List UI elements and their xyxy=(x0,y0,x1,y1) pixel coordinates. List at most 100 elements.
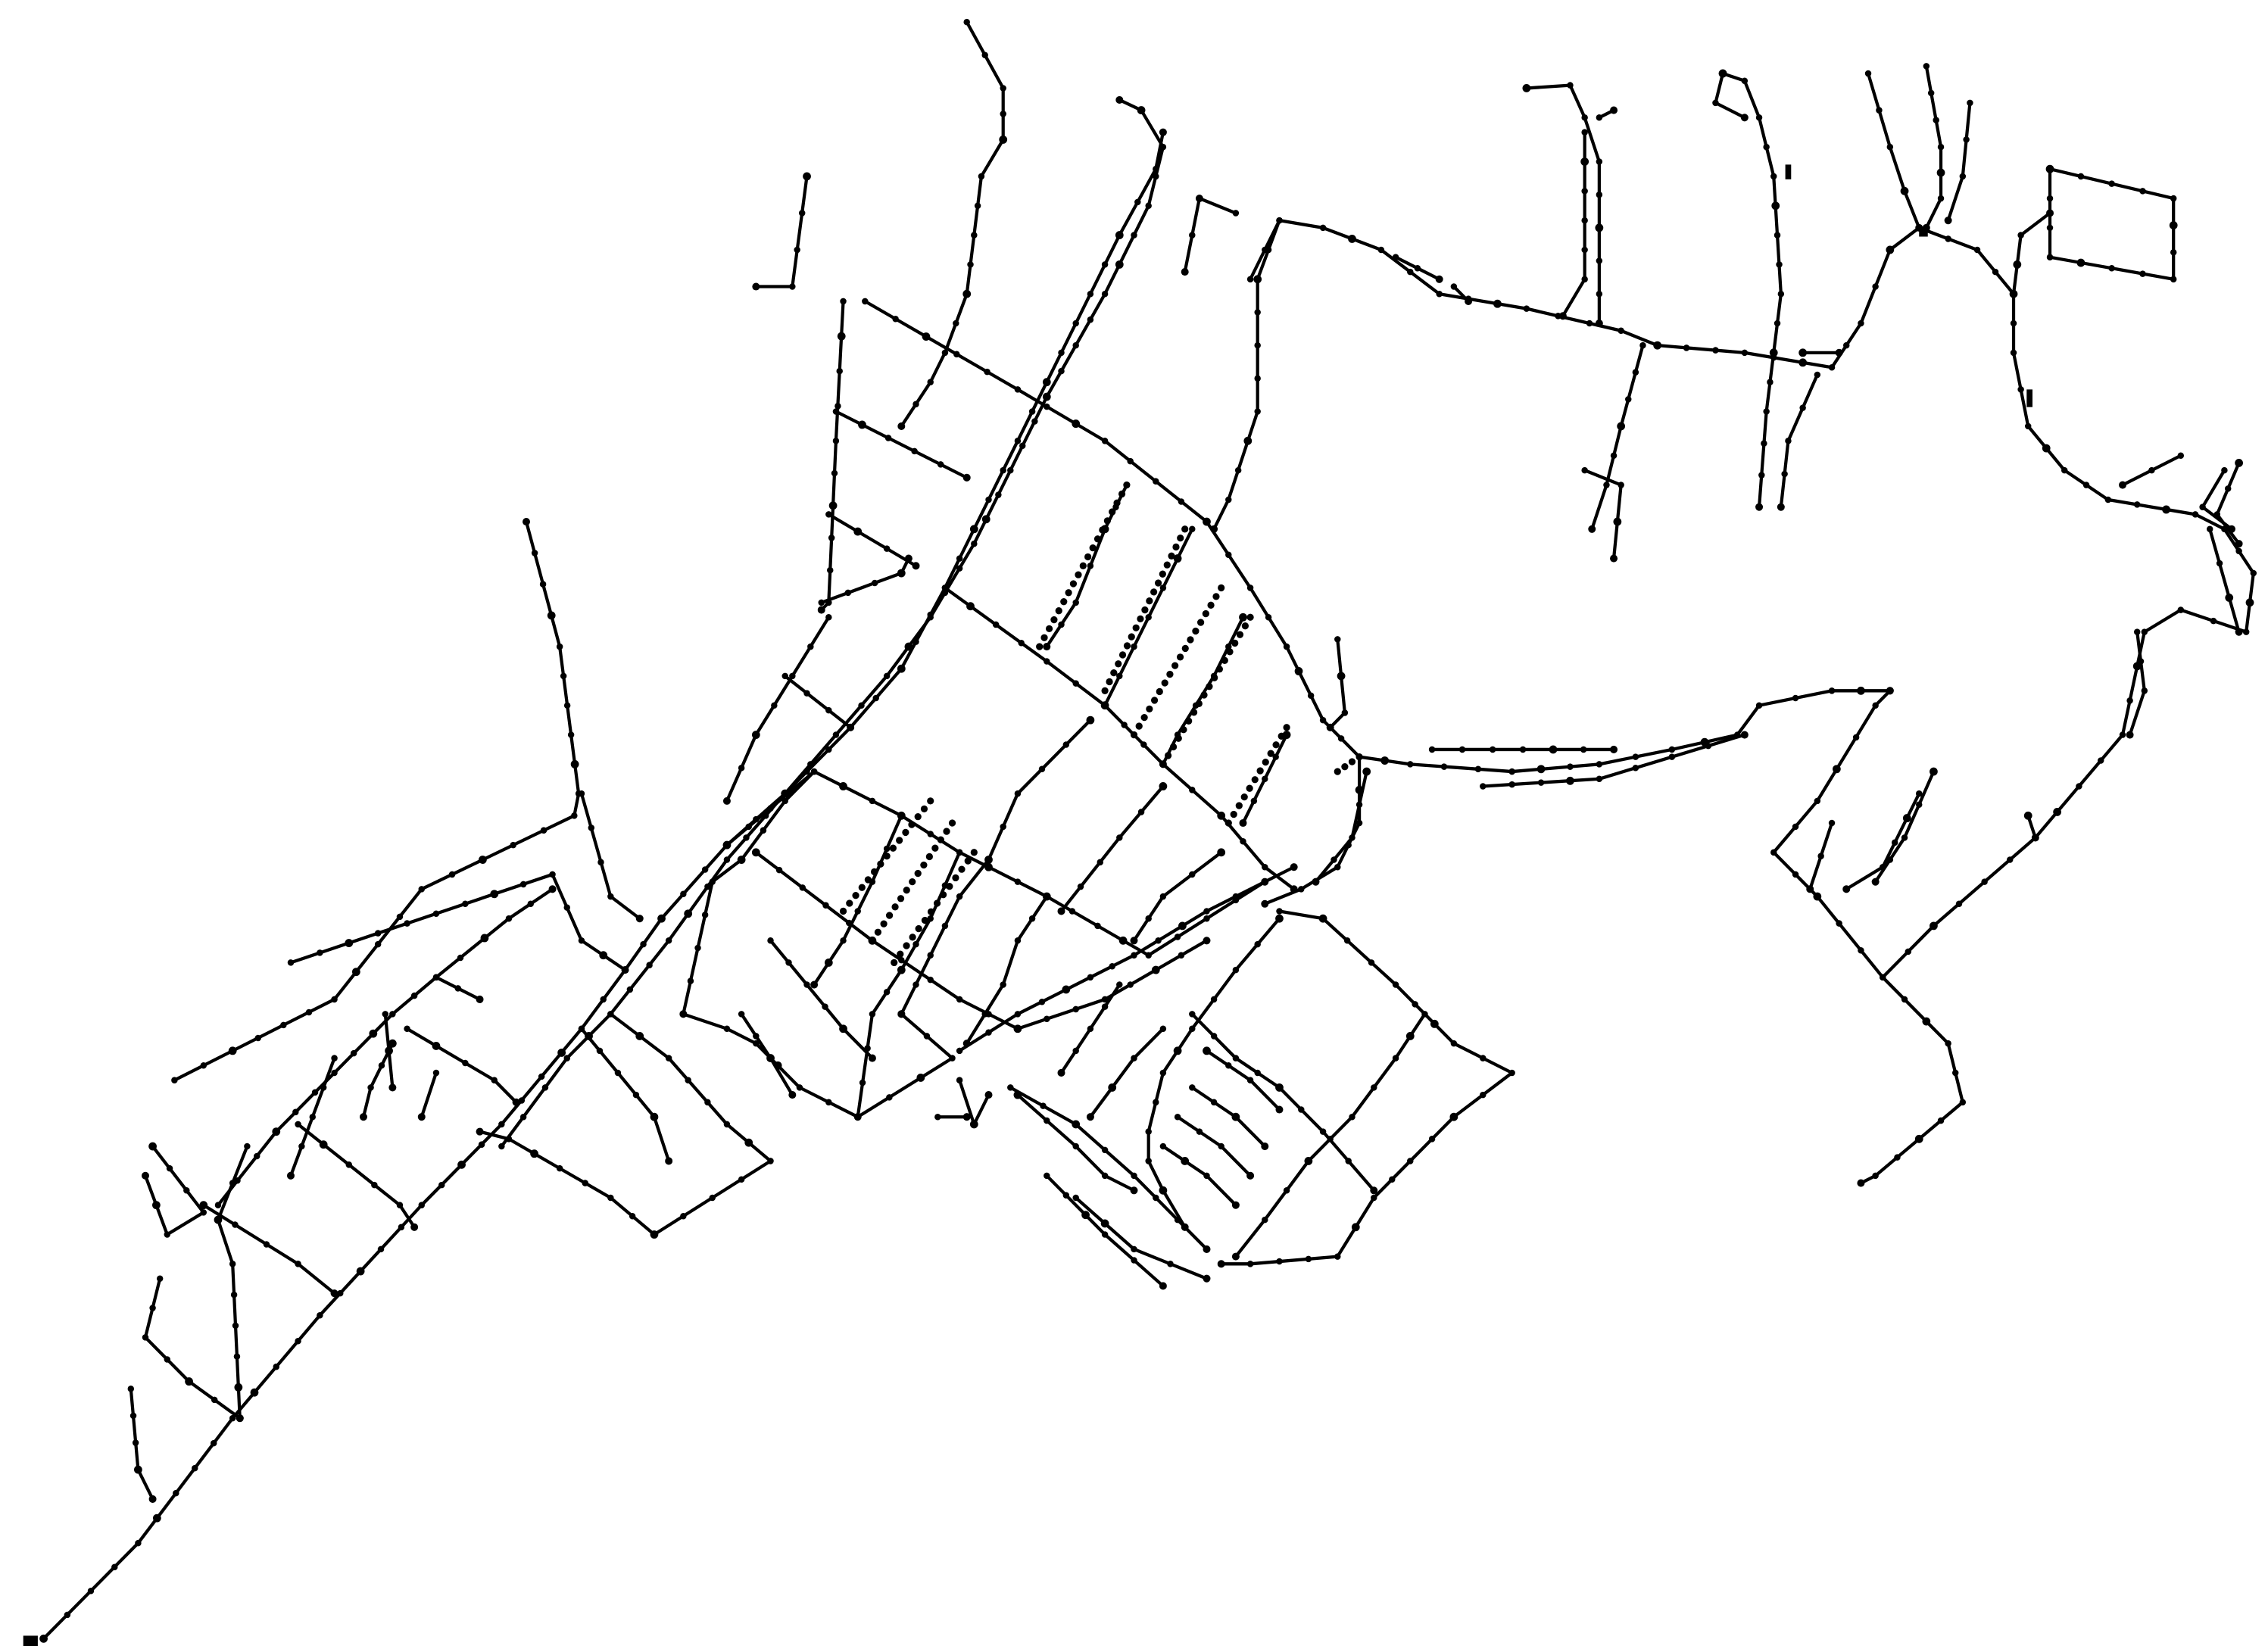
junction-dot-icon xyxy=(1159,128,1167,136)
junction-dot-icon xyxy=(132,1439,139,1446)
junction-dot-icon xyxy=(871,579,878,587)
junction-dot-icon xyxy=(286,1171,295,1180)
junction-dot-icon xyxy=(1131,1172,1137,1180)
junction-dot-icon xyxy=(1914,1134,1923,1143)
junction-dot-icon xyxy=(1072,341,1079,349)
junction-dot-icon xyxy=(1108,1083,1117,1092)
junction-dot-icon xyxy=(1522,84,1531,92)
junction-dot-icon xyxy=(635,915,644,923)
junction-dot-icon xyxy=(1189,1025,1196,1033)
junction-dot-icon xyxy=(1304,1157,1313,1165)
junction-dot-icon xyxy=(1480,1091,1487,1099)
junction-dot-icon xyxy=(1305,1255,1312,1263)
junction-dot-icon xyxy=(1086,715,1095,725)
junction-dot-icon xyxy=(1959,173,1967,180)
junction-dot-icon xyxy=(1166,670,1174,678)
junction-dot-icon xyxy=(2046,254,2054,260)
junction-dot-icon xyxy=(871,868,878,876)
junction-dot-icon xyxy=(1610,745,1618,753)
junction-dot-icon xyxy=(883,845,891,853)
junction-dot-icon xyxy=(1153,1194,1159,1202)
pipe-segment xyxy=(1946,101,1972,223)
junction-dot-icon xyxy=(1200,691,1208,699)
junction-dot-icon xyxy=(396,1202,404,1208)
junction-dot-icon xyxy=(2010,320,2017,327)
junction-dot-icon xyxy=(1055,607,1062,615)
junction-dot-icon xyxy=(1036,643,1044,650)
junction-dot-icon xyxy=(149,1305,156,1311)
pipe-segment xyxy=(1845,792,1921,891)
junction-dot-icon xyxy=(1140,713,1148,722)
junction-dot-icon xyxy=(984,856,993,864)
junction-dot-icon xyxy=(1185,717,1193,725)
junction-dot-icon xyxy=(1407,1158,1414,1164)
pipe-segment xyxy=(1175,1115,1253,1177)
junction-dot-icon xyxy=(1167,1261,1174,1267)
junction-dot-icon xyxy=(798,210,806,217)
junction-dot-icon xyxy=(853,527,863,536)
junction-dot-icon xyxy=(597,859,604,866)
junction-dot-icon xyxy=(844,589,852,597)
junction-dot-icon xyxy=(1272,753,1279,760)
junction-dot-icon xyxy=(1000,823,1006,831)
junction-dot-icon xyxy=(909,878,916,886)
junction-dot-icon xyxy=(1072,1194,1079,1202)
junction-dot-icon xyxy=(1596,114,1603,121)
junction-dot-icon xyxy=(912,562,920,570)
junction-dot-icon xyxy=(2082,482,2090,488)
junction-dot-icon xyxy=(1368,959,1375,966)
junction-dot-icon xyxy=(1243,436,1253,445)
junction-dot-icon xyxy=(1770,849,1777,856)
junction-dot-icon xyxy=(1275,1083,1284,1092)
junction-dot-icon xyxy=(1153,1099,1159,1106)
junction-dot-icon xyxy=(1916,801,1923,809)
junction-dot-icon xyxy=(1262,775,1268,783)
junction-dot-icon xyxy=(1349,834,1355,841)
junction-dot-icon xyxy=(723,1025,731,1033)
junction-dot-icon xyxy=(388,1083,397,1092)
junction-dot-icon xyxy=(410,1223,419,1231)
pipe-segment xyxy=(863,299,1892,774)
junction-dot-icon xyxy=(1101,701,1109,709)
junction-dot-icon xyxy=(2137,658,2145,665)
junction-dot-icon xyxy=(1380,756,1390,765)
junction-dot-icon xyxy=(1776,261,1783,268)
junction-dot-icon xyxy=(964,857,972,865)
junction-dot-icon xyxy=(1523,305,1530,312)
junction-dot-icon xyxy=(298,1143,305,1150)
junction-dot-icon xyxy=(1058,367,1065,375)
junction-dot-icon xyxy=(578,1025,585,1033)
junction-dot-icon xyxy=(1173,1046,1182,1055)
junction-dot-icon xyxy=(694,944,701,952)
junction-dot-icon xyxy=(371,1181,378,1189)
junction-dot-icon xyxy=(885,912,894,919)
junction-dot-icon xyxy=(166,1164,173,1172)
junction-dot-icon xyxy=(1130,731,1138,739)
junction-dot-icon xyxy=(1101,996,1109,1003)
junction-dot-icon xyxy=(1922,1017,1931,1026)
junction-dot-icon xyxy=(824,958,833,967)
junction-dot-icon xyxy=(142,1334,149,1341)
junction-dot-icon xyxy=(1044,1015,1050,1023)
junction-dot-icon xyxy=(1145,202,1152,210)
junction-dot-icon xyxy=(1334,768,1341,775)
junction-dot-icon xyxy=(1428,1136,1436,1143)
junction-dot-icon xyxy=(295,1121,301,1128)
junction-dot-icon xyxy=(156,1275,164,1283)
junction-dot-icon xyxy=(1792,823,1799,831)
junction-dot-icon xyxy=(883,672,891,680)
pipe-segment xyxy=(1212,219,1281,531)
junction-dot-icon xyxy=(1265,246,1272,254)
junction-dot-icon xyxy=(2077,173,2085,180)
junction-dot-icon xyxy=(530,1149,538,1158)
junction-dot-icon xyxy=(1137,809,1145,815)
junction-dot-icon xyxy=(1130,1186,1138,1195)
junction-dot-icon xyxy=(956,893,963,900)
junction-dot-icon xyxy=(1414,264,1421,272)
junction-dot-icon xyxy=(1933,117,1939,123)
junction-dot-icon xyxy=(1145,613,1152,621)
junction-dot-icon xyxy=(1283,724,1290,731)
junction-dot-icon xyxy=(457,1160,466,1169)
junction-dot-icon xyxy=(1741,349,1749,357)
junction-dot-icon xyxy=(1163,561,1171,569)
